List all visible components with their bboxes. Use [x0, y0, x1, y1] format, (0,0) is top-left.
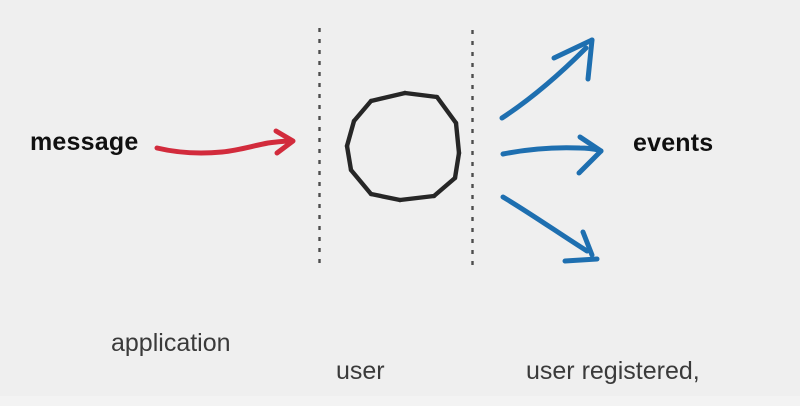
events-label: events	[633, 129, 714, 157]
events-caption: user registered, user notification, opt-…	[526, 296, 759, 406]
outbound-event-arrow-up-icon	[499, 37, 595, 121]
events-caption-line-1: user registered,	[526, 357, 700, 385]
application-caption: application	[111, 329, 231, 357]
service-caption-line-1: user	[336, 357, 385, 385]
service-caption: user registration service	[336, 296, 460, 406]
outbound-event-arrow-down-icon	[500, 194, 600, 264]
outbound-event-arrow-mid-icon	[500, 134, 604, 176]
user-registration-service-node	[344, 90, 462, 203]
bottom-strip	[0, 396, 800, 406]
message-label: message	[30, 128, 139, 156]
inbound-message-arrow-icon	[154, 128, 296, 156]
